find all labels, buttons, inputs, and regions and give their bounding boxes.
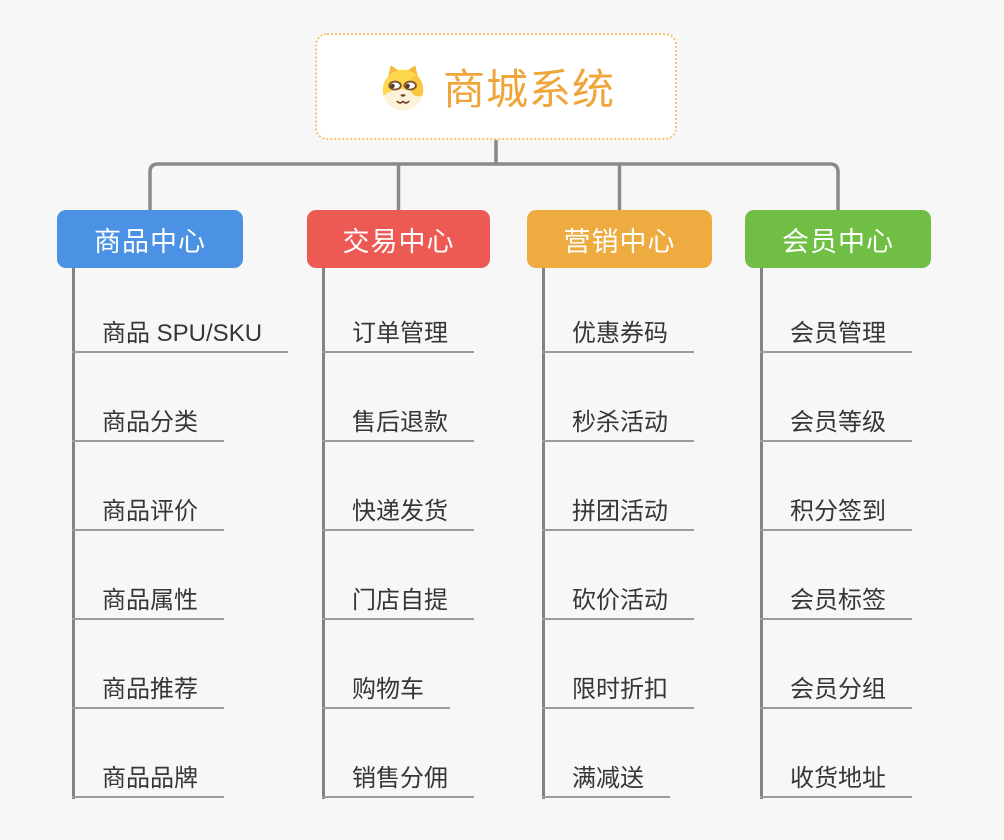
child-node-label: 商品推荐: [102, 676, 198, 703]
child-node-label: 砍价活动: [572, 587, 668, 614]
child-node[interactable]: 砍价活动: [542, 584, 694, 620]
branch-node-trade-center[interactable]: 交易中心: [307, 210, 490, 268]
child-node-label: 会员分组: [790, 676, 886, 703]
branch-label: 交易中心: [342, 226, 455, 257]
branch-label: 会员中心: [782, 226, 894, 257]
branch-node-product-center[interactable]: 商品中心: [57, 210, 243, 268]
branch-label: 商品中心: [94, 226, 206, 257]
child-node[interactable]: 限时折扣: [542, 673, 694, 709]
child-node[interactable]: 快递发货: [322, 495, 474, 531]
child-node[interactable]: 商品推荐: [72, 673, 224, 709]
child-node-label: 优惠券码: [572, 320, 668, 347]
shiba-dog-icon: [382, 64, 424, 110]
child-node-label: 门店自提: [352, 587, 448, 614]
child-node[interactable]: 门店自提: [322, 584, 474, 620]
child-node[interactable]: 商品 SPU/SKU: [72, 317, 289, 353]
branch-spine-line: [542, 268, 545, 799]
child-node[interactable]: 售后退款: [322, 406, 474, 442]
child-node[interactable]: 会员等级: [760, 406, 912, 442]
child-node-label: 商品 SPU/SKU: [102, 320, 263, 347]
child-node[interactable]: 购物车: [322, 673, 450, 709]
child-node-label: 商品属性: [102, 587, 198, 614]
child-node-label: 售后退款: [352, 409, 448, 436]
child-node-label: 秒杀活动: [572, 409, 668, 436]
child-node-label: 积分签到: [790, 498, 886, 525]
branch-node-marketing-center[interactable]: 营销中心: [527, 210, 712, 268]
child-node[interactable]: 拼团活动: [542, 495, 694, 531]
child-node-label: 快递发货: [352, 498, 448, 525]
child-node[interactable]: 积分签到: [760, 495, 912, 531]
root-node-label: 商城系统: [442, 66, 615, 113]
child-node-label: 商品评价: [102, 498, 198, 525]
root-node[interactable]: 商城系统: [315, 33, 677, 140]
child-node[interactable]: 商品品牌: [72, 762, 224, 798]
branch-spine-line: [760, 268, 763, 799]
branch-spine-line: [322, 268, 325, 799]
child-node-label: 商品品牌: [102, 765, 198, 792]
child-node-label: 限时折扣: [572, 676, 668, 703]
child-node[interactable]: 商品属性: [72, 584, 224, 620]
branch-label: 营销中心: [563, 226, 676, 257]
child-node[interactable]: 优惠券码: [542, 317, 694, 353]
child-node-label: 会员管理: [790, 320, 886, 347]
child-node[interactable]: 商品评价: [72, 495, 224, 531]
child-node-label: 会员等级: [790, 409, 886, 436]
child-node-label: 满减送: [572, 765, 644, 792]
child-node[interactable]: 满减送: [542, 762, 670, 798]
child-node[interactable]: 订单管理: [322, 317, 474, 353]
branch-spine-line: [72, 268, 75, 799]
child-node-label: 销售分佣: [352, 765, 448, 792]
child-node-label: 订单管理: [352, 320, 448, 347]
child-node-label: 购物车: [352, 676, 424, 703]
child-node[interactable]: 会员管理: [760, 317, 912, 353]
child-node[interactable]: 会员标签: [760, 584, 912, 620]
branch-node-member-center[interactable]: 会员中心: [745, 210, 931, 268]
child-node[interactable]: 商品分类: [72, 406, 224, 442]
child-node-label: 收货地址: [790, 765, 886, 792]
child-node[interactable]: 秒杀活动: [542, 406, 694, 442]
child-node-label: 拼团活动: [572, 498, 668, 525]
child-node[interactable]: 会员分组: [760, 673, 912, 709]
child-node-label: 会员标签: [790, 587, 886, 614]
child-node-label: 商品分类: [102, 409, 198, 436]
child-node[interactable]: 销售分佣: [322, 762, 474, 798]
child-node[interactable]: 收货地址: [760, 762, 912, 798]
